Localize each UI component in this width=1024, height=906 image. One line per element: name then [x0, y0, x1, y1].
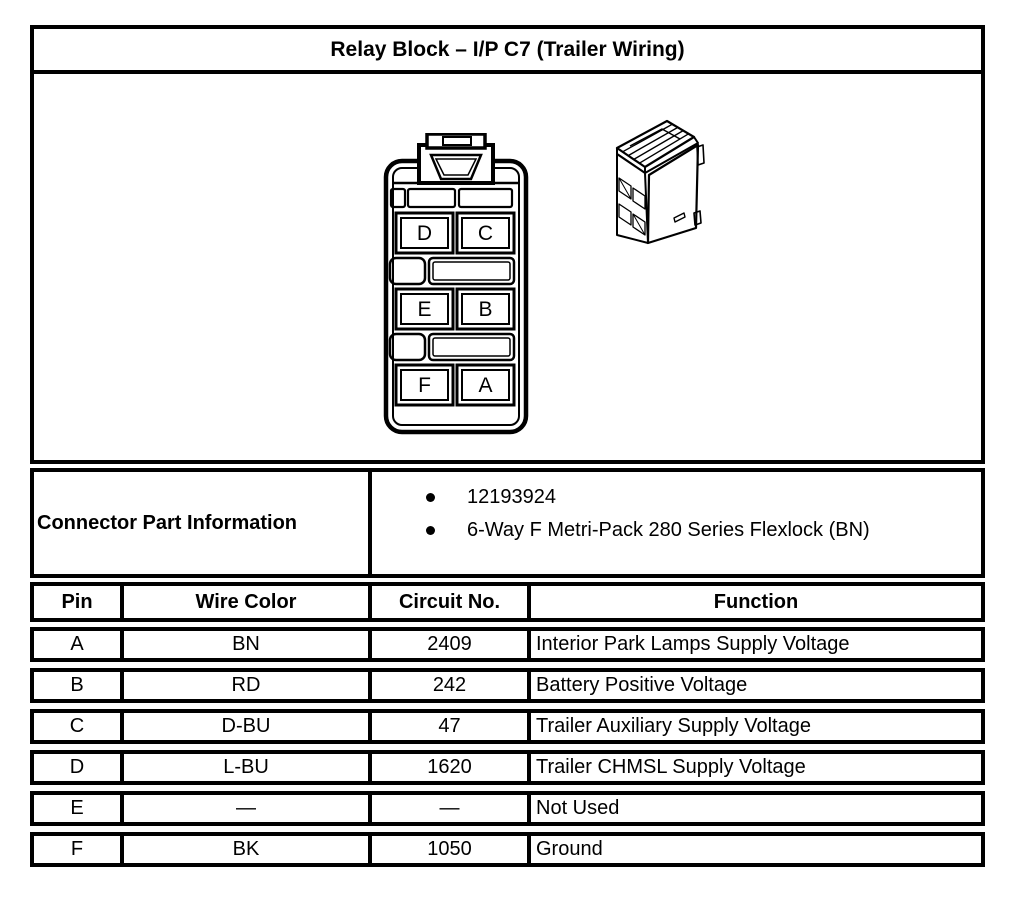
column-header-function: Function	[713, 591, 799, 613]
cell-wire-color: L-BU	[124, 754, 372, 781]
cell-wire-color: BK	[124, 836, 372, 863]
list-item: 6-Way F Metri-Pack 280 Series Flexlock (…	[426, 514, 981, 547]
pin-cavity-label-a: A	[478, 374, 492, 397]
table-row: D L-BU 1620 Trailer CHMSL Supply Voltage	[30, 750, 985, 785]
table-row: F BK 1050 Ground	[30, 832, 985, 867]
connector-figure-panel: Relay Block – I/P C7 (Trailer Wiring)	[30, 25, 985, 464]
bullet-icon	[426, 493, 435, 502]
cell-wire-color: —	[124, 795, 372, 822]
part-number: 12193924	[467, 486, 556, 508]
cell-circuit-no: —	[372, 795, 531, 822]
part-info-list: 12193924 6-Way F Metri-Pack 280 Series F…	[372, 472, 981, 574]
pin-cavity-label-b: B	[478, 298, 492, 321]
list-item: 12193924	[426, 481, 981, 514]
latch-tab	[417, 143, 495, 185]
cell-pin: A	[34, 631, 124, 658]
cell-function: Ground	[536, 838, 603, 860]
table-row: C D-BU 47 Trailer Auxiliary Supply Volta…	[30, 709, 985, 744]
cell-circuit-no: 2409	[372, 631, 531, 658]
connector-diagram-area: D C E B F A	[34, 74, 981, 460]
part-info-label: Connector Part Information	[34, 472, 372, 574]
cell-pin: D	[34, 754, 124, 781]
pin-cavity-label-c: C	[478, 222, 493, 245]
table-row: B RD 242 Battery Positive Voltage	[30, 668, 985, 703]
cell-wire-color: BN	[124, 631, 372, 658]
connector-perspective-drawing	[615, 119, 705, 245]
column-header-circuit-no: Circuit No.	[372, 586, 531, 618]
cell-pin: E	[34, 795, 124, 822]
cell-wire-color: RD	[124, 672, 372, 699]
connector-description: 6-Way F Metri-Pack 280 Series Flexlock (…	[467, 519, 870, 541]
cell-pin: F	[34, 836, 124, 863]
cell-pin: B	[34, 672, 124, 699]
connector-front-view-drawing: D C E B F A	[383, 133, 529, 435]
cell-function: Trailer CHMSL Supply Voltage	[536, 756, 806, 778]
pin-cavity-label-d: D	[417, 222, 432, 245]
cell-function: Battery Positive Voltage	[536, 674, 748, 696]
bullet-icon	[426, 526, 435, 535]
cell-circuit-no: 1620	[372, 754, 531, 781]
cell-function: Not Used	[536, 797, 620, 819]
cell-circuit-no: 47	[372, 713, 531, 740]
page-title: Relay Block – I/P C7 (Trailer Wiring)	[34, 29, 981, 74]
column-header-pin: Pin	[34, 586, 124, 618]
column-header-wire-color: Wire Color	[124, 586, 372, 618]
part-info-row: Connector Part Information 12193924 6-Wa…	[30, 468, 985, 578]
cell-circuit-no: 242	[372, 672, 531, 699]
pin-table-header-row: Pin Wire Color Circuit No. Function	[30, 582, 985, 622]
pin-cavity-label-f: F	[418, 374, 431, 397]
cell-pin: C	[34, 713, 124, 740]
cell-circuit-no: 1050	[372, 836, 531, 863]
pin-cavity-label-e: E	[417, 298, 431, 321]
cell-function: Interior Park Lamps Supply Voltage	[536, 633, 850, 655]
table-row: A BN 2409 Interior Park Lamps Supply Vol…	[30, 627, 985, 662]
cell-wire-color: D-BU	[124, 713, 372, 740]
table-row: E — — Not Used	[30, 791, 985, 826]
cell-function: Trailer Auxiliary Supply Voltage	[536, 715, 811, 737]
